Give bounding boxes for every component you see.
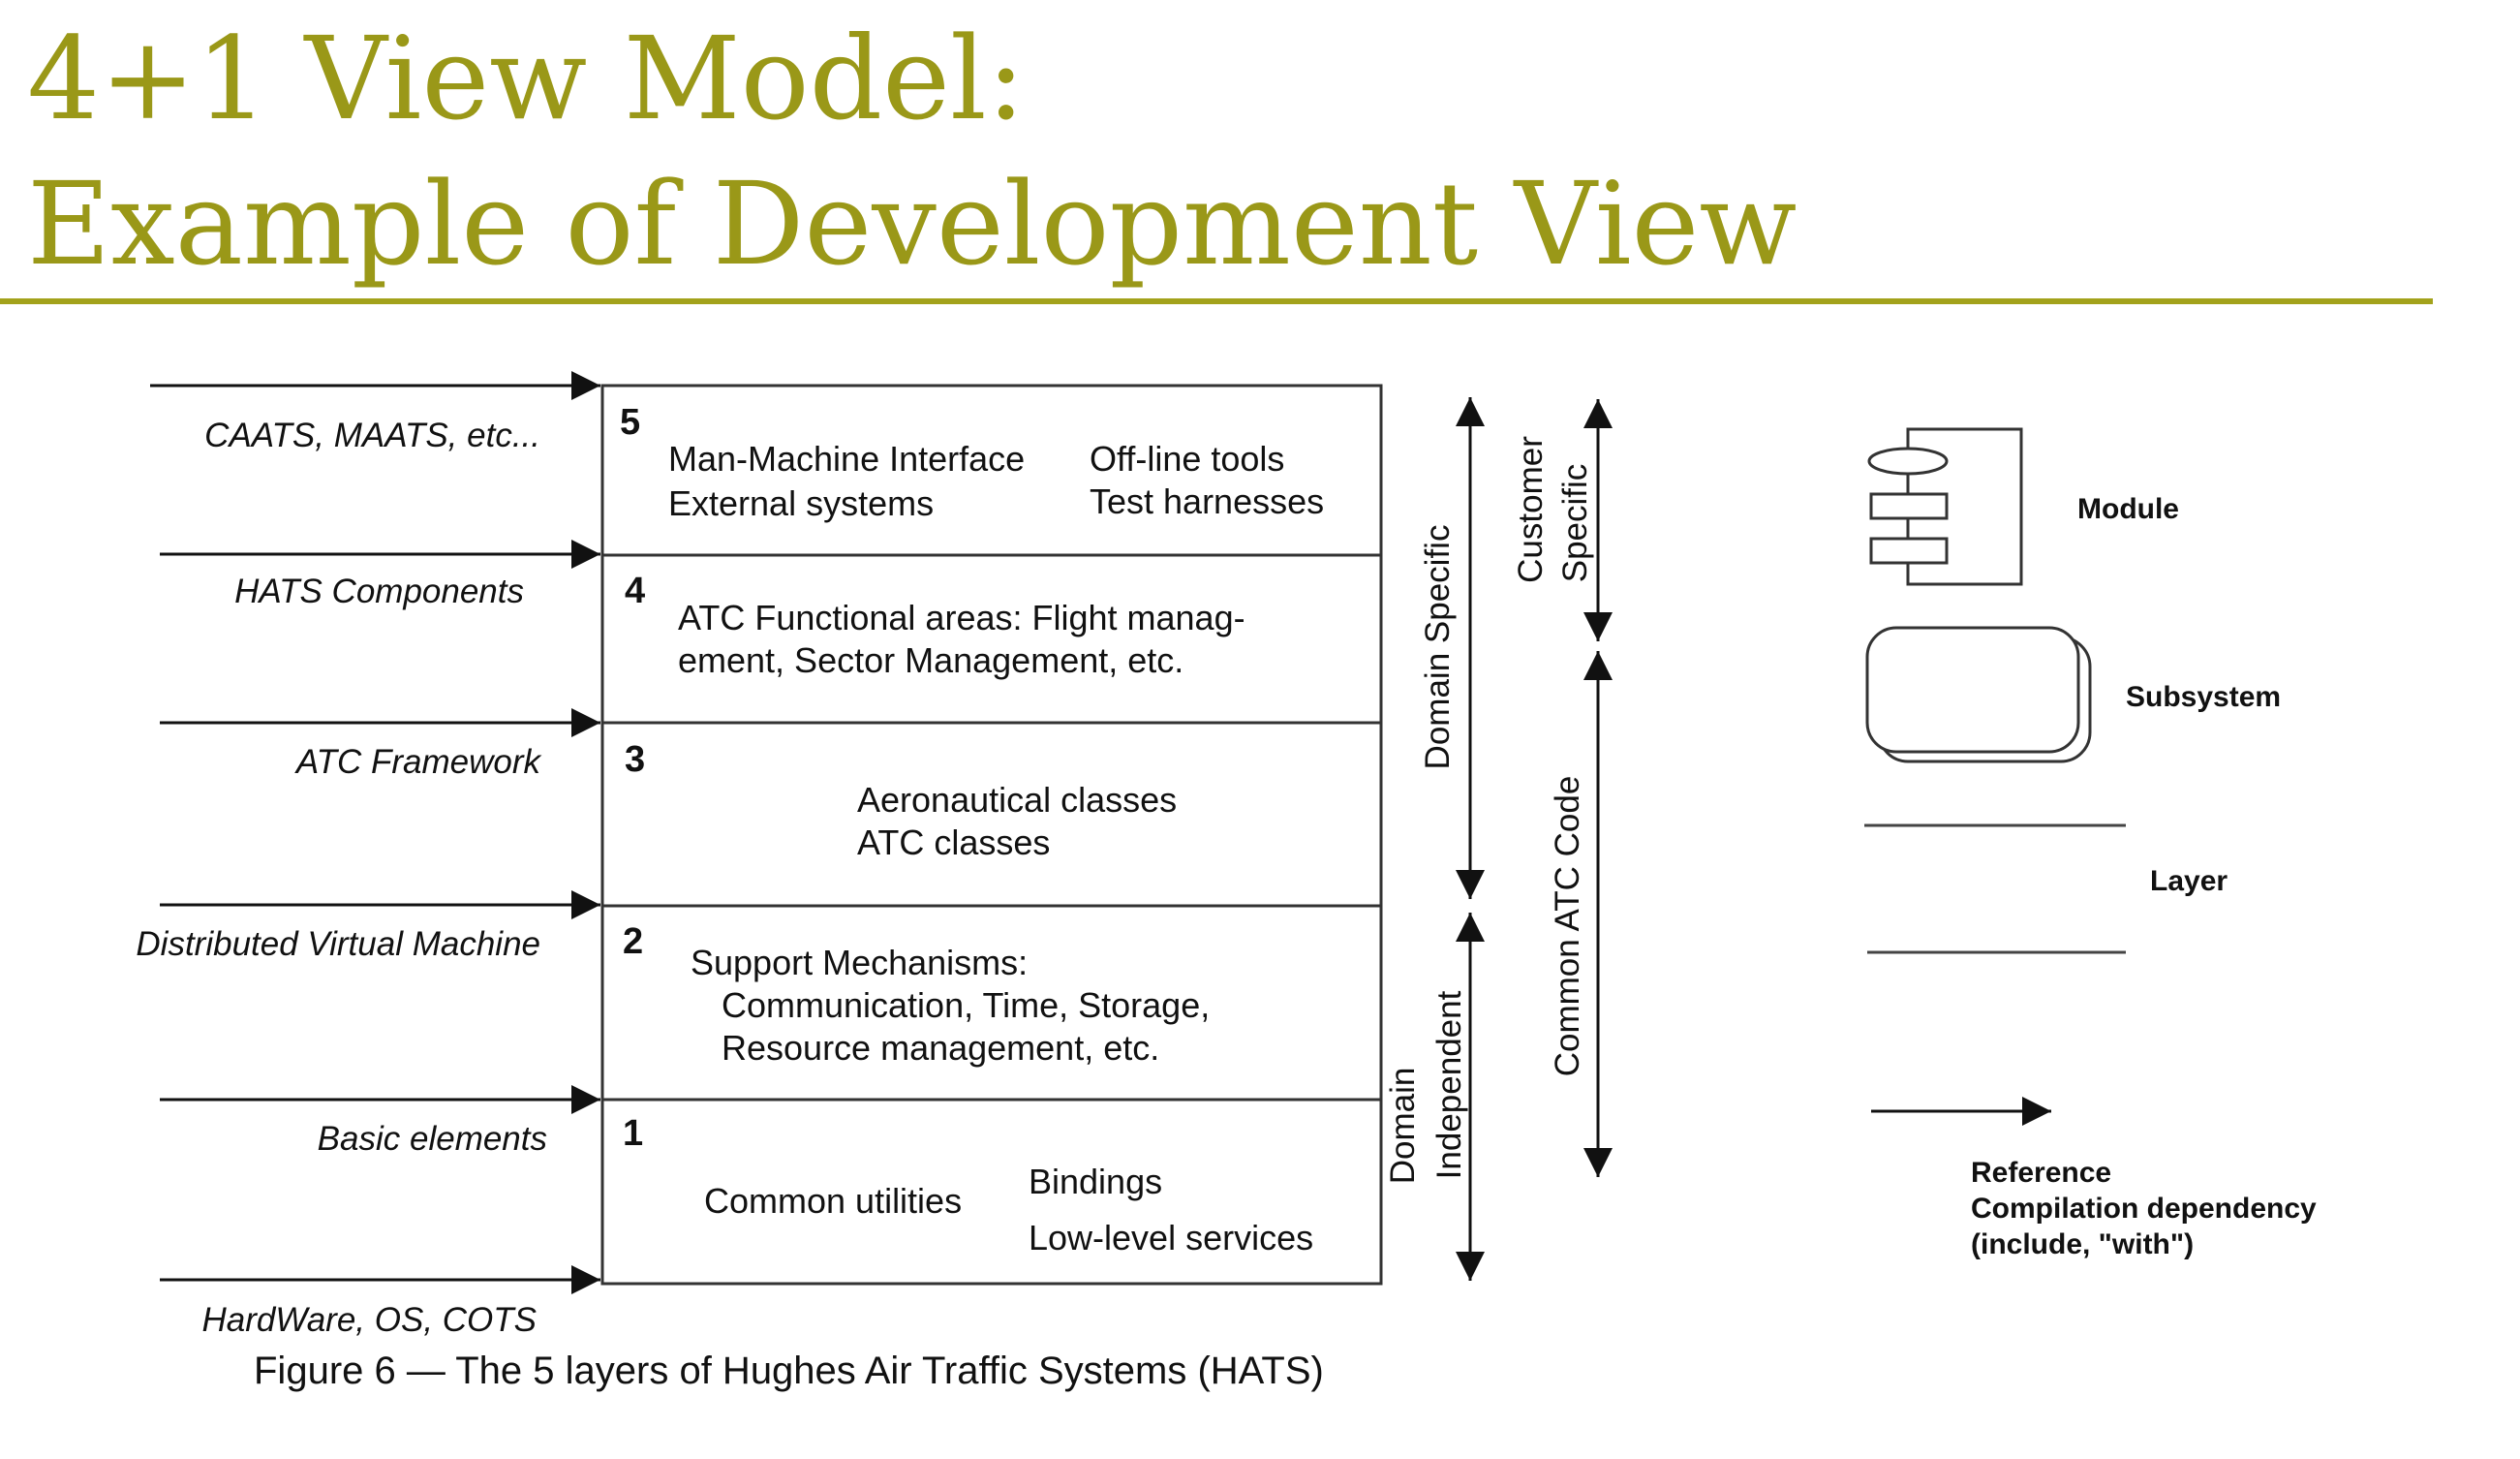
layer-number-3: 3 — [625, 739, 645, 780]
legend-layer-label: Layer — [2150, 865, 2228, 897]
layer3-text-aero: Aeronautical classes — [857, 780, 1177, 820]
left-label-hardware: HardWare, OS, COTS — [201, 1301, 537, 1339]
layer4-text-line1: ATC Functional areas: Flight manag- — [678, 598, 1245, 637]
left-label-dvm: Distributed Virtual Machine — [136, 925, 540, 963]
layer4-text-line2: ement, Sector Management, etc. — [678, 640, 1183, 680]
label-domain-independent-1: Domain — [1384, 1068, 1422, 1185]
legend: Module Subsystem Layer Reference Compila… — [1864, 427, 2317, 1260]
layer-number-5: 5 — [620, 402, 640, 443]
legend-subsystem-label: Subsystem — [2126, 681, 2281, 713]
layer-stack-frame — [600, 384, 1383, 1286]
title-divider — [0, 298, 2433, 304]
page-title: 4+1 View Model: Example of Development V… — [27, 6, 1797, 296]
layer-number-1: 1 — [623, 1113, 643, 1154]
label-common-atc: Common ATC Code — [1549, 776, 1586, 1077]
layer2-text-resource: Resource management, etc. — [722, 1028, 1159, 1068]
layer-number-2: 2 — [623, 921, 643, 962]
layer5-text-offline: Off-line tools — [1090, 439, 1284, 479]
dependency-arrows — [150, 371, 600, 1294]
label-customer-2: Specific — [1556, 464, 1594, 583]
layer1-text-common: Common utilities — [704, 1181, 962, 1221]
subsystem-icon — [1865, 626, 2092, 763]
layer5-text-mmi: Man-Machine Interface — [668, 439, 1025, 479]
legend-module-label: Module — [2077, 493, 2179, 525]
layer2-text-comm: Communication, Time, Storage, — [722, 985, 1210, 1025]
label-domain-independent-2: Independent — [1430, 990, 1468, 1179]
left-label-caats: CAATS, MAATS, etc... — [204, 417, 540, 454]
title-line-2: Example of Development View — [27, 157, 1798, 291]
label-customer-1: Customer — [1512, 436, 1550, 583]
layer-icon — [1864, 823, 2126, 954]
title-line-1: 4+1 View Model: — [27, 12, 1026, 145]
layer2-text-support: Support Mechanisms: — [691, 943, 1028, 982]
module-icon — [1867, 427, 2023, 586]
label-domain-specific: Domain Specific — [1419, 525, 1457, 770]
figure-caption: Figure 6 — The 5 layers of Hughes Air Tr… — [254, 1350, 1324, 1392]
layer5-text-external: External systems — [668, 483, 934, 523]
layer1-text-lowlevel: Low-level services — [1029, 1218, 1313, 1257]
layer-stack — [600, 384, 1383, 1286]
layer-number-4: 4 — [625, 571, 645, 611]
layer3-text-atc: ATC classes — [857, 823, 1050, 862]
layer5-text-harnesses: Test harnesses — [1090, 481, 1324, 521]
left-label-hats-components: HATS Components — [234, 573, 524, 610]
left-label-basic-elements: Basic elements — [318, 1120, 547, 1158]
legend-reference-label-3: (include, "with") — [1971, 1228, 2194, 1260]
left-label-atc-framework: ATC Framework — [294, 743, 542, 781]
legend-reference-label-1: Reference — [1971, 1157, 2111, 1189]
layer1-text-bindings: Bindings — [1029, 1162, 1162, 1201]
legend-reference-label-2: Compilation dependency — [1971, 1193, 2317, 1225]
